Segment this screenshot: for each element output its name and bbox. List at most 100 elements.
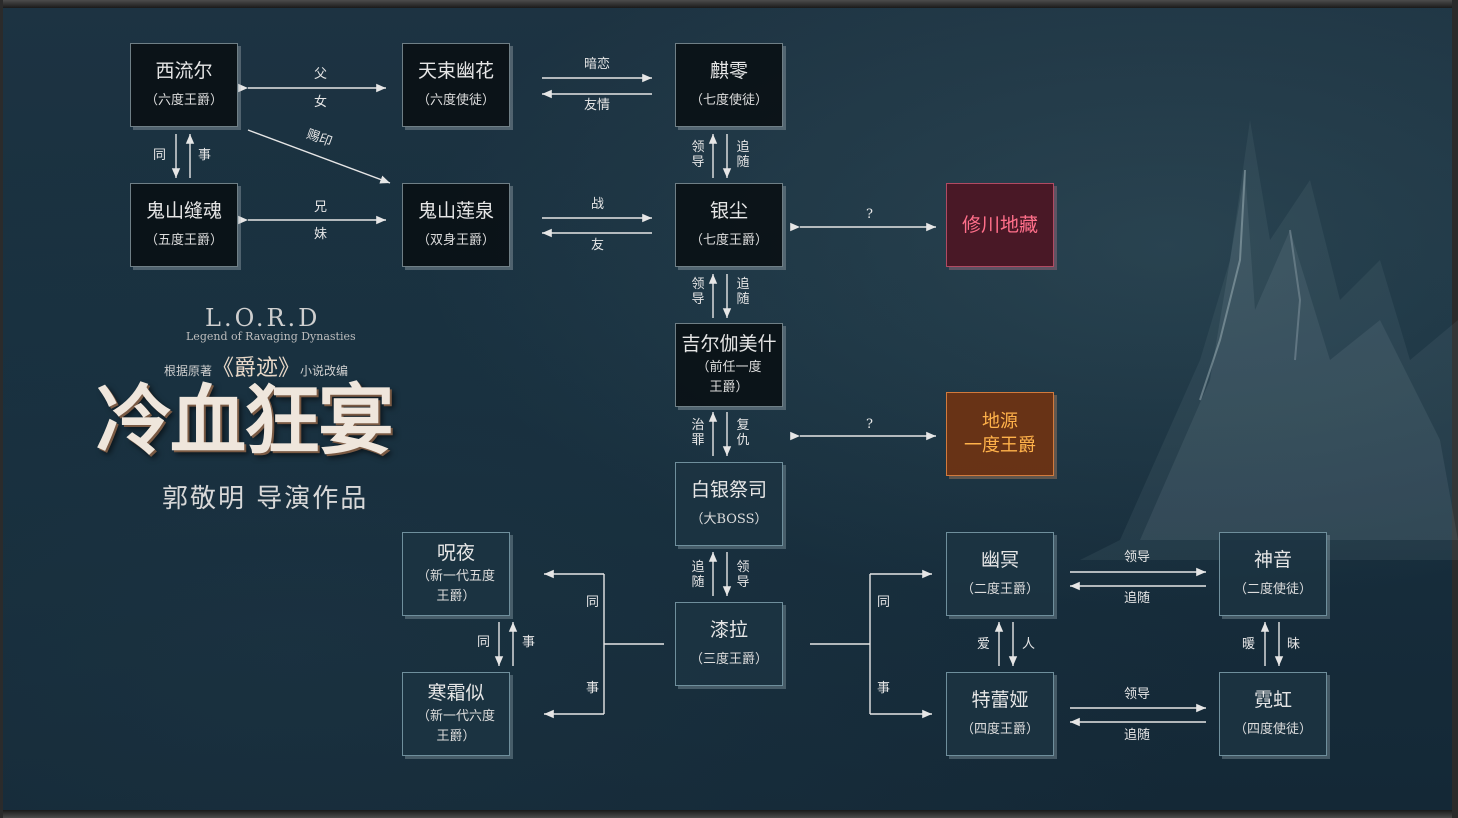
character-name: 修川地藏	[961, 214, 1038, 236]
relation-label-tong: 同	[586, 595, 600, 610]
relation-label-zhizui: 治罪	[691, 418, 705, 448]
relation-label-ai: 爱	[977, 637, 991, 652]
character-name: 呪夜	[436, 542, 475, 564]
character-name: 西流尔	[155, 60, 213, 82]
relation-label-fuchou: 复仇	[736, 418, 750, 448]
relation-label-youqing: 友情	[584, 98, 611, 113]
character-title: （四度王爵）	[960, 722, 1039, 737]
relation-label-zhuisui: 追随	[691, 560, 705, 590]
character-box-shenyin: 神音 （二度使徒）	[1219, 532, 1327, 616]
character-title: （大BOSS）	[690, 512, 768, 527]
frame-bottom-border	[0, 810, 1458, 818]
logo-based-book: 《爵迹》	[212, 356, 301, 381]
relation-label-unknown: ?	[866, 417, 873, 432]
relation-label-lingdao: 领导	[691, 140, 705, 170]
movie-logo: L.O.R.D Legend of Ravaging Dynasties 根据原…	[90, 300, 440, 520]
character-title: （六度使徒）	[416, 93, 495, 108]
relation-label-tong: 同	[877, 595, 891, 610]
character-title: （二度使徒）	[1233, 582, 1312, 597]
character-title: （双身王爵）	[416, 233, 495, 248]
character-name: 特蕾娅	[971, 689, 1029, 711]
character-box-zhouye: 呪夜 （新一代五度 王爵）	[402, 532, 510, 616]
character-name-line: 地源	[982, 411, 1018, 432]
character-box-diyuan: 地源 一度王爵	[946, 392, 1054, 476]
relation-label-lingdao: 领导	[691, 277, 705, 307]
relation-label-tong: 同	[153, 148, 167, 163]
relation-label-nuan: 暖	[1242, 637, 1256, 652]
character-name: 麒零	[709, 60, 748, 82]
character-box-guishan-fenghun: 鬼山缝魂 （五度王爵）	[130, 183, 238, 267]
character-name: 霓虹	[1253, 689, 1292, 711]
character-box-baiyin: 白银祭司 （大BOSS）	[675, 462, 783, 546]
relation-label-mei: 妹	[314, 227, 328, 242]
character-title-line: （新一代五度	[416, 569, 495, 584]
character-box-qiling: 麒零 （七度使徒）	[675, 43, 783, 127]
logo-main-title: 冷血狂宴	[96, 376, 394, 465]
relation-label-daughter: 女	[314, 95, 328, 110]
character-name: 幽冥	[980, 549, 1019, 571]
relation-label-zhan: 战	[591, 197, 605, 212]
relation-label-shi: 事	[586, 681, 600, 696]
character-title: （前任一度 王爵）	[696, 358, 761, 398]
character-title-line: （新一代六度	[416, 709, 495, 724]
relation-label-ren: 人	[1022, 637, 1036, 652]
character-title-line: 王爵）	[709, 380, 749, 395]
relation-label-shi: 事	[877, 681, 891, 696]
relation-label-mei: 昧	[1287, 637, 1301, 652]
frame-left-border	[0, 0, 3, 818]
character-title: （新一代五度 王爵）	[417, 567, 495, 607]
character-box-youming: 幽冥 （二度王爵）	[946, 532, 1054, 616]
relation-label-you: 友	[591, 238, 605, 253]
character-box-telei: 特蕾娅 （四度王爵）	[946, 672, 1054, 756]
relation-label-shi: 事	[522, 635, 536, 650]
relation-label-lingdao: 领导	[1124, 687, 1151, 702]
character-name: 鬼山莲泉	[417, 200, 494, 222]
character-name: 天束幽花	[417, 60, 494, 82]
character-title-line: 王爵）	[436, 589, 476, 604]
character-title: （二度王爵）	[960, 582, 1039, 597]
character-title-line: （前任一度	[696, 360, 762, 375]
character-name-line: 一度王爵	[964, 435, 1036, 456]
relation-label-tong: 同	[477, 635, 491, 650]
frame-top-border	[0, 0, 1458, 8]
character-title: （六度王爵）	[144, 93, 223, 108]
character-box-gerjia: 吉尔伽美什 （前任一度 王爵）	[675, 323, 783, 407]
relation-label-anlian: 暗恋	[584, 57, 611, 72]
relation-label-ciyin: 赐印	[304, 127, 334, 151]
relation-label-zhuisui: 追随	[1124, 591, 1151, 606]
relation-label-unknown: ?	[866, 207, 873, 222]
relation-label-zhuisui: 追随	[736, 140, 750, 170]
character-name: 吉尔伽美什	[681, 333, 777, 355]
logo-subtitle: Legend of Ravaging Dynasties	[186, 330, 356, 343]
character-title: （七度使徒）	[689, 93, 768, 108]
character-title: （新一代六度 王爵）	[417, 707, 495, 747]
character-box-xiliuer: 西流尔 （六度王爵）	[130, 43, 238, 127]
character-name: 银尘	[709, 200, 748, 222]
relation-label-lingdao: 领导	[1124, 550, 1151, 565]
character-name: 漆拉	[709, 619, 748, 641]
relation-label-father: 父	[314, 67, 328, 82]
character-name: 神音	[1253, 549, 1292, 571]
logo-based-suffix: 小说改编	[300, 364, 349, 378]
logo-based-prefix: 根据原著	[164, 364, 213, 378]
character-box-guishan-lianquan: 鬼山莲泉 （双身王爵）	[402, 183, 510, 267]
relation-label-zhuisui: 追随	[1124, 728, 1151, 743]
character-box-hanshuangsi: 寒霜似 （新一代六度 王爵）	[402, 672, 510, 756]
character-name: 鬼山缝魂	[145, 200, 222, 222]
relation-label-lingdao: 领导	[736, 560, 750, 590]
character-name: 白银祭司	[690, 479, 767, 501]
character-title: （七度王爵）	[689, 233, 768, 248]
character-box-tianshu: 天束幽花 （六度使徒）	[402, 43, 510, 127]
character-box-nihong: 霓虹 （四度使徒）	[1219, 672, 1327, 756]
character-title-line: 王爵）	[436, 729, 476, 744]
mountain-background-art	[1080, 120, 1458, 560]
character-box-yinchen: 银尘 （七度王爵）	[675, 183, 783, 267]
relation-label-zhuisui: 追随	[736, 277, 750, 307]
character-box-xiuchuan: 修川地藏	[946, 183, 1054, 267]
character-title: （五度王爵）	[144, 233, 223, 248]
logo-director: 郭敬明 导演作品	[162, 484, 369, 514]
character-name: 寒霜似	[427, 682, 485, 704]
relation-label-xiong: 兄	[314, 200, 328, 215]
logo-lord: L.O.R.D	[205, 304, 321, 332]
